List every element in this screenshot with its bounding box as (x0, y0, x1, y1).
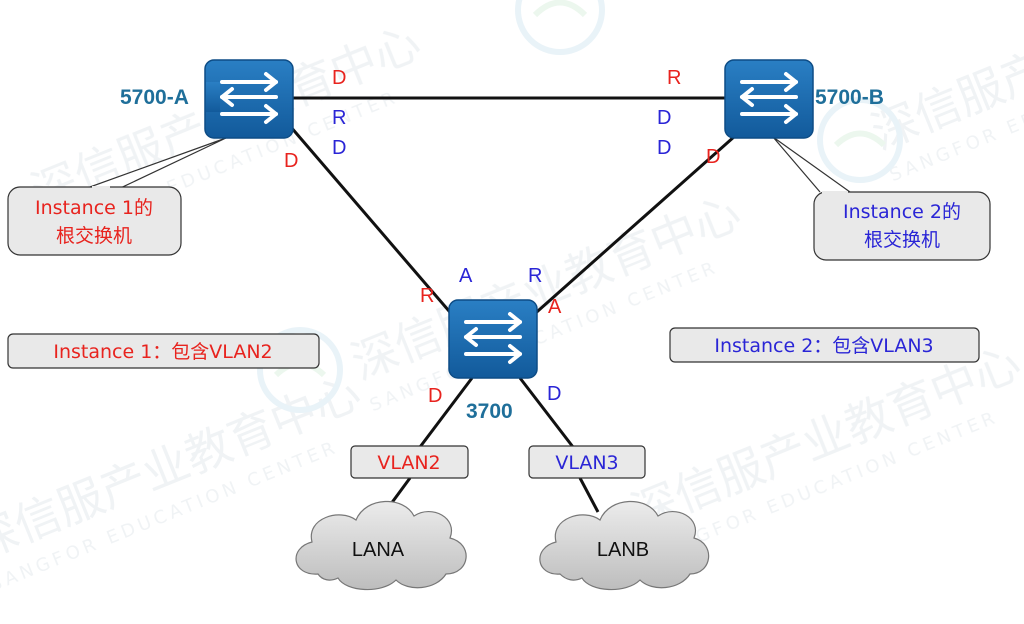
device-label-3700: 3700 (466, 400, 513, 423)
port-role-3700-right-r: R (528, 265, 542, 287)
port-role-a-top: D (332, 67, 346, 89)
port-role-b-left-d1: D (657, 107, 671, 129)
callout-line-2: 根交换机 (56, 225, 132, 247)
watermark: 深信服产业教育中心 SANGFOR EDUCATION CENTER (864, 0, 1024, 186)
callout-join (92, 186, 110, 190)
cloud-lana-label: LANA (352, 539, 405, 561)
port-role-a-right-r: R (332, 107, 346, 129)
switch-edge-mask (206, 82, 220, 112)
switch-arrows-icon (220, 72, 278, 124)
callout-root-instance-2: Instance 2的 根交换机 (813, 191, 991, 261)
port-role-b-top: R (667, 67, 681, 89)
education-center-logo-icon (515, 0, 605, 55)
cloud-lana: LANA (295, 500, 467, 591)
vlan3-label: VLAN3 (555, 452, 618, 474)
switch-5700-b[interactable] (724, 59, 814, 139)
port-role-a-right-d: D (332, 137, 346, 159)
links (288, 96, 736, 513)
instance-2-label: Instance 2：包含VLAN3 (714, 335, 933, 357)
port-role-3700-left-r: R (420, 285, 434, 307)
vlan-box (350, 445, 469, 479)
link-vlan3-lanb (578, 477, 600, 513)
cloud-lanb-label: LANB (597, 539, 649, 561)
device-label-5700-a: 5700-A (120, 86, 189, 109)
education-center-logo-icon (817, 97, 903, 183)
cloud-lanb: LANB (539, 500, 710, 591)
instance-1-box: Instance 1：包含VLAN2 (7, 333, 320, 369)
callout-line-1: Instance 2的 (843, 201, 961, 223)
vlan3-box: VLAN3 (528, 445, 646, 479)
callout-root-instance-1: Instance 1的 根交换机 (7, 186, 182, 256)
port-role-3700-down-left: D (428, 385, 442, 407)
instance-box (7, 333, 320, 369)
instance-2-box: Instance 2：包含VLAN3 (669, 327, 980, 363)
vlan2-label: VLAN2 (377, 452, 440, 474)
link-3700-vlan3 (518, 377, 575, 448)
port-role-b-bottom: D (706, 146, 720, 168)
callout-line-2: 根交换机 (864, 229, 940, 251)
port-role-b-left-d2: D (657, 137, 671, 159)
instance-box (669, 327, 980, 363)
port-role-labels: D R D D R D D D A R R A D D (284, 67, 720, 407)
port-role-3700-down-right: D (547, 383, 561, 405)
link-b-3700 (529, 134, 736, 320)
port-role-3700-left-a: A (459, 265, 473, 287)
vlan-box (528, 445, 646, 479)
switch-arrows-icon (464, 312, 522, 364)
switch-3700[interactable] (448, 299, 538, 379)
port-role-3700-right-a: A (548, 296, 562, 318)
callout-join (822, 191, 848, 195)
instance-1-label: Instance 1：包含VLAN2 (53, 341, 272, 363)
callout-line-1: Instance 1的 (35, 197, 153, 219)
cloud-icon (539, 500, 710, 591)
switch-arrows-icon (740, 72, 798, 124)
port-role-a-bottom: D (284, 150, 298, 172)
cloud-icon (295, 500, 467, 591)
vlan2-box: VLAN2 (350, 445, 469, 479)
device-label-5700-b: 5700-B (815, 86, 884, 109)
callout-box (813, 191, 991, 261)
switch-5700-a[interactable] (204, 59, 294, 139)
link-3700-vlan2 (418, 377, 474, 448)
link-a-3700 (288, 125, 457, 319)
